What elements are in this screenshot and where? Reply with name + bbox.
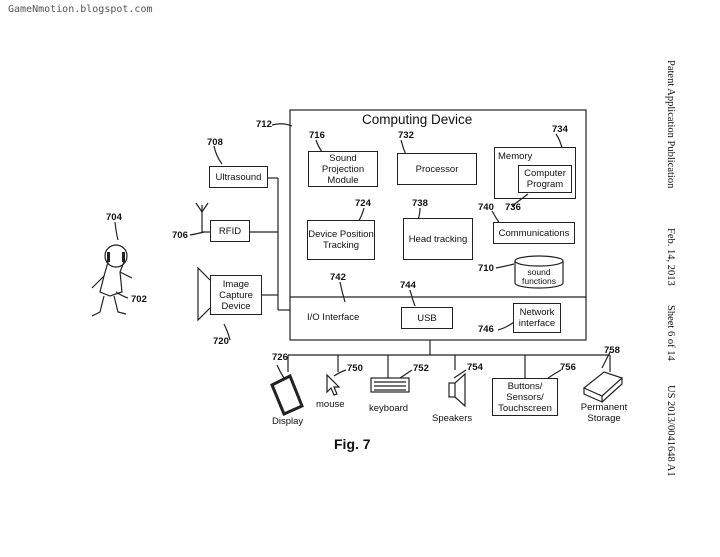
computing-device-title: Computing Device <box>362 112 473 127</box>
memory-box: Memory <box>494 147 576 199</box>
user-head <box>104 244 128 268</box>
ref-736: 736 <box>505 202 521 213</box>
ref-744: 744 <box>400 280 416 291</box>
communications-box: Communications <box>493 222 575 244</box>
ref-702: 702 <box>131 294 147 305</box>
keyboard-label: keyboard <box>369 403 409 414</box>
ref-724: 724 <box>355 198 371 209</box>
watermark-text: GameNmotion.blogspot.com <box>8 4 153 15</box>
permanent-storage-label: Permanent Storage <box>580 402 628 424</box>
buttons-sensors-touchscreen-box: Buttons/ Sensors/ Touchscreen <box>492 378 558 416</box>
header-publication: Patent Application Publication <box>665 60 676 189</box>
ref-738: 738 <box>412 198 428 209</box>
head-tracking-box: Head tracking <box>403 218 473 260</box>
header-date: Feb. 14, 2013 <box>665 228 676 286</box>
device-position-tracking-box: Device Position Tracking <box>307 220 375 260</box>
ref-720: 720 <box>213 336 229 347</box>
header-sheet: Sheet 6 of 14 <box>665 305 676 361</box>
ref-742: 742 <box>330 272 346 283</box>
ref-746: 746 <box>478 324 494 335</box>
ref-706: 706 <box>172 230 188 241</box>
ref-708: 708 <box>207 137 223 148</box>
ref-716: 716 <box>309 130 325 141</box>
ref-752: 752 <box>413 363 429 374</box>
sound-functions-label: sound functions <box>521 267 557 286</box>
computing-device-frame <box>289 109 587 341</box>
sound-projection-module: Sound Projection Module <box>308 151 378 187</box>
speakers-label: Speakers <box>432 413 473 424</box>
network-interface-box: Network interface <box>513 303 561 333</box>
ref-750: 750 <box>347 363 363 374</box>
ref-758: 758 <box>604 345 620 356</box>
usb-box: USB <box>401 307 453 329</box>
memory-label: Memory <box>498 151 533 162</box>
header-number: US 2013/0041648 A1 <box>665 385 676 477</box>
ref-740: 740 <box>478 202 494 213</box>
computer-program-box: Computer Program <box>518 165 572 193</box>
ref-756: 756 <box>560 362 576 373</box>
ref-734: 734 <box>552 124 568 135</box>
processor-box: Processor <box>397 153 477 185</box>
image-capture-device-box: Image Capture Device <box>210 275 262 315</box>
rfid-box: RFID <box>210 220 250 242</box>
ref-710: 710 <box>478 263 494 274</box>
ultrasound-box: Ultrasound <box>209 166 268 188</box>
io-interface-label: I/O Interface <box>307 312 360 323</box>
mouse-label: mouse <box>316 399 345 410</box>
ref-726: 726 <box>272 352 288 363</box>
figure-label: Fig. 7 <box>334 436 371 452</box>
ref-754: 754 <box>467 362 483 373</box>
patent-header: Patent Application Publication Feb. 14, … <box>662 60 678 490</box>
ref-732: 732 <box>398 130 414 141</box>
display-label: Display <box>272 416 304 427</box>
ref-712: 712 <box>256 119 272 130</box>
ref-704: 704 <box>106 212 122 223</box>
